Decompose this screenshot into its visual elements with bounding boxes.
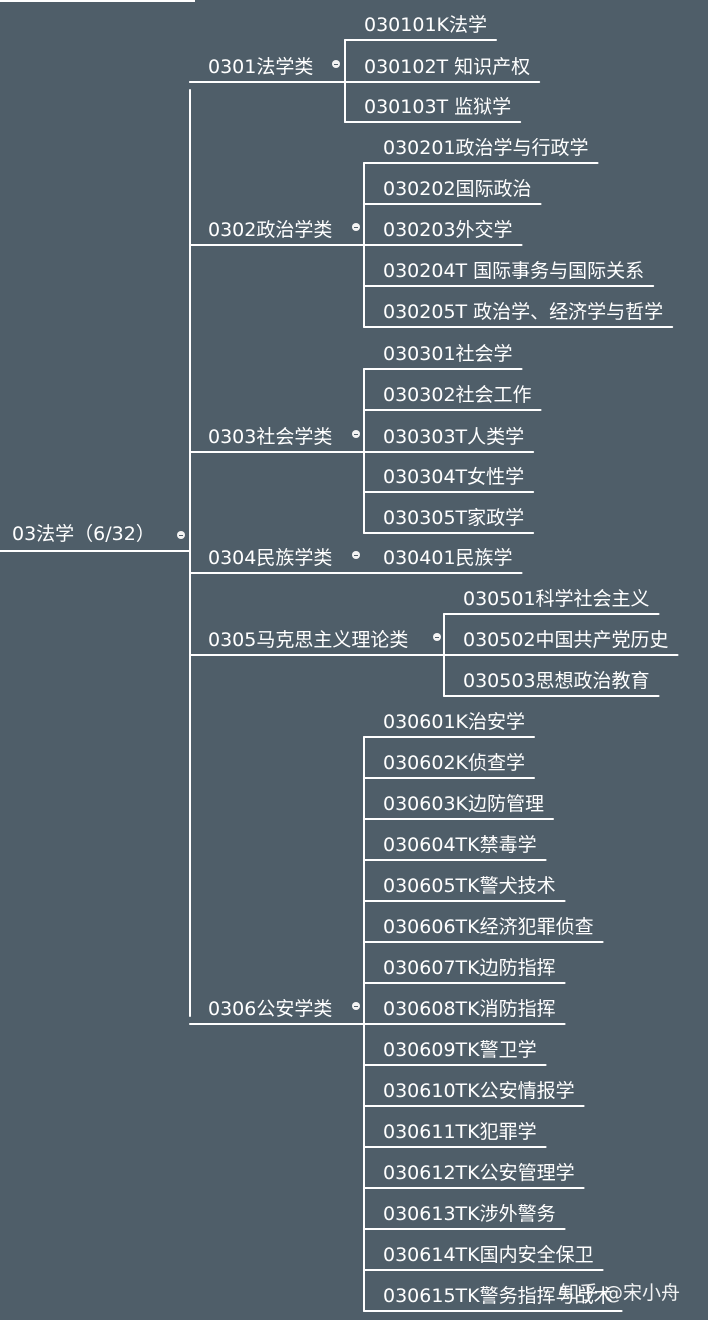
leaf-node[interactable]: 030301社会学 [383, 343, 513, 365]
group-node[interactable]: 0302政治学类 [208, 219, 333, 241]
leaf-node[interactable]: 030601K治安学 [383, 711, 525, 733]
leaf-node[interactable]: 030606TK经济犯罪侦查 [383, 916, 594, 938]
leaf-node[interactable]: 030401民族学 [383, 547, 513, 569]
collapse-toggle-icon[interactable] [352, 1002, 360, 1010]
leaf-node[interactable]: 030615TK警务指挥与战术 [383, 1285, 613, 1307]
leaf-node[interactable]: 030204T 国际事务与国际关系 [383, 260, 645, 282]
root-node[interactable]: 03法学（6/32） [12, 523, 155, 545]
leaf-node[interactable]: 030501科学社会主义 [463, 588, 650, 610]
leaf-node[interactable]: 030608TK消防指挥 [383, 998, 556, 1020]
leaf-node[interactable]: 030502中国共产党历史 [463, 629, 669, 651]
leaf-node[interactable]: 030611TK犯罪学 [383, 1121, 537, 1143]
collapse-toggle-icon[interactable] [352, 551, 360, 559]
leaf-node[interactable]: 030205T 政治学、经济学与哲学 [383, 301, 664, 323]
collapse-toggle-icon[interactable] [352, 223, 360, 231]
leaf-node[interactable]: 030613TK涉外警务 [383, 1203, 556, 1225]
leaf-node[interactable]: 030612TK公安管理学 [383, 1162, 575, 1184]
watermark: 知乎 @宋小舟 [560, 1282, 681, 1304]
leaf-node[interactable]: 030305T家政学 [383, 507, 525, 529]
leaf-node[interactable]: 030609TK警卫学 [383, 1039, 537, 1061]
leaf-node[interactable]: 030302社会工作 [383, 384, 532, 406]
group-node[interactable]: 0301法学类 [208, 56, 314, 78]
leaf-node[interactable]: 030101K法学 [364, 14, 487, 36]
leaf-node[interactable]: 030607TK边防指挥 [383, 957, 556, 979]
leaf-node[interactable]: 030602K侦查学 [383, 752, 525, 774]
leaf-node[interactable]: 030103T 监狱学 [364, 96, 512, 118]
collapse-toggle-icon[interactable] [177, 531, 185, 539]
top-edge-line [0, 0, 195, 2]
leaf-node[interactable]: 030303T人类学 [383, 426, 525, 448]
leaf-node[interactable]: 030102T 知识产权 [364, 56, 531, 78]
leaf-node[interactable]: 030201政治学与行政学 [383, 137, 589, 159]
leaf-node[interactable]: 030203外交学 [383, 219, 513, 241]
leaf-node[interactable]: 030304T女性学 [383, 466, 525, 488]
collapse-toggle-icon[interactable] [352, 430, 360, 438]
collapse-toggle-icon[interactable] [332, 60, 340, 68]
group-node[interactable]: 0306公安学类 [208, 998, 333, 1020]
leaf-node[interactable]: 030503思想政治教育 [463, 670, 650, 692]
group-node[interactable]: 0303社会学类 [208, 426, 333, 448]
leaf-node[interactable]: 030605TK警犬技术 [383, 875, 556, 897]
leaf-node[interactable]: 030603K边防管理 [383, 793, 544, 815]
leaf-node[interactable]: 030610TK公安情报学 [383, 1080, 575, 1102]
collapse-toggle-icon[interactable] [433, 633, 441, 641]
group-node[interactable]: 0305马克思主义理论类 [208, 629, 409, 651]
leaf-node[interactable]: 030202国际政治 [383, 178, 532, 200]
group-node[interactable]: 0304民族学类 [208, 547, 333, 569]
leaf-node[interactable]: 030614TK国内安全保卫 [383, 1244, 594, 1266]
leaf-node[interactable]: 030604TK禁毒学 [383, 834, 537, 856]
